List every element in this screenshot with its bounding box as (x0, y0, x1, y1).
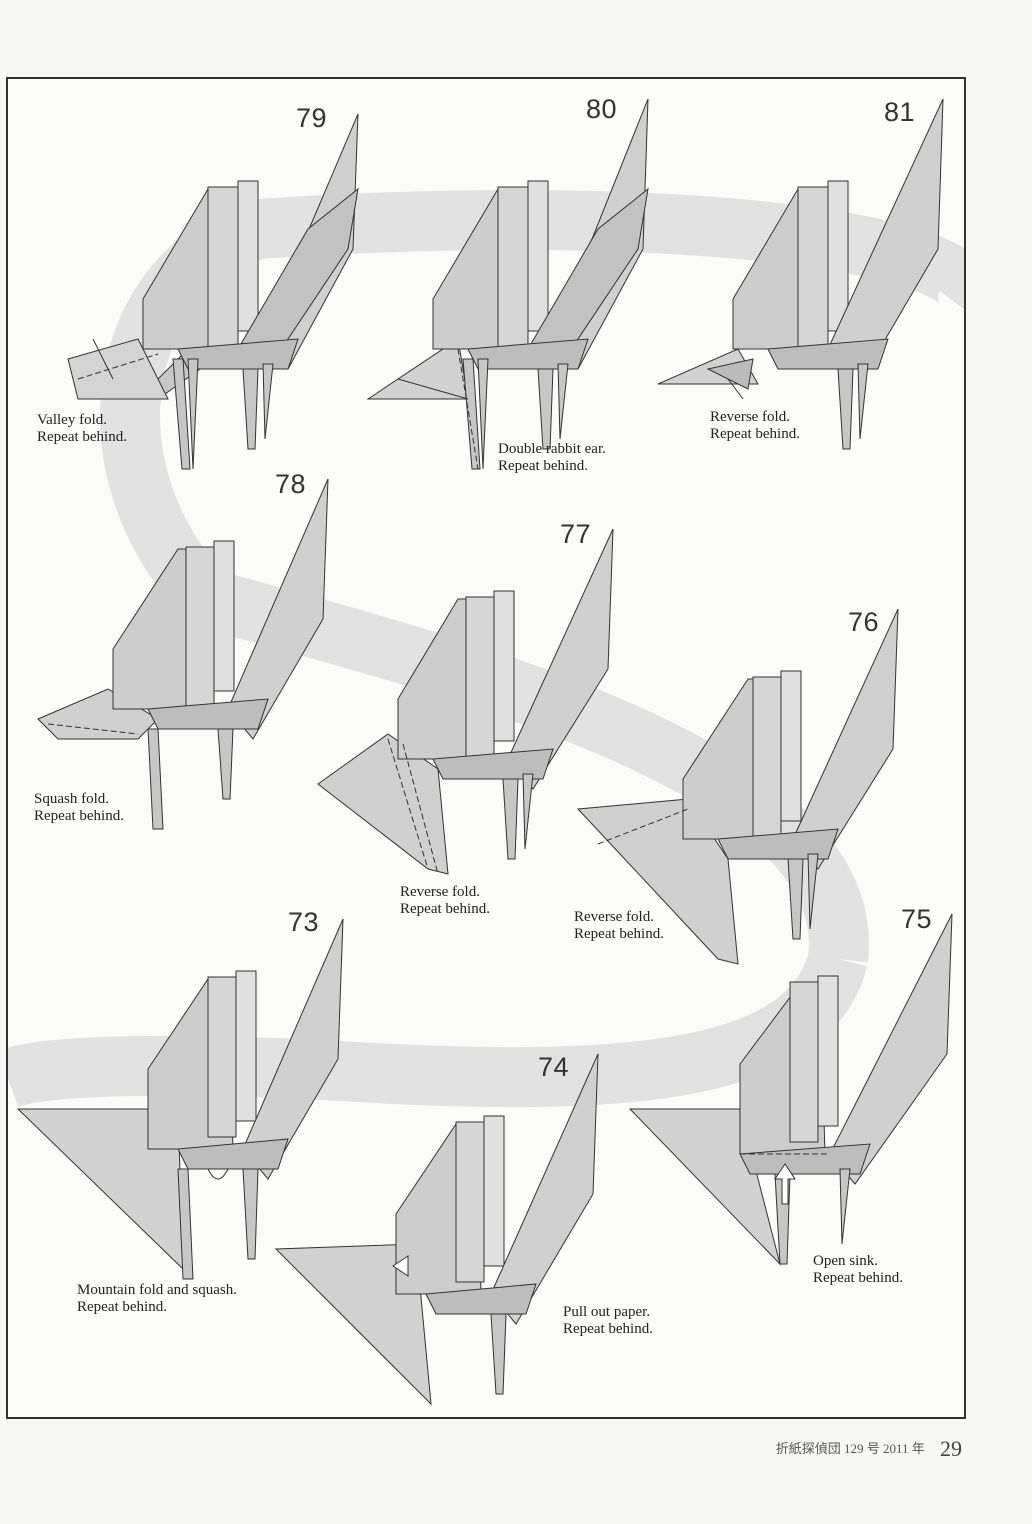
page-footer: 折紙探偵団 129 号 2011 年 29 (776, 1436, 962, 1462)
origami-model-79 (67, 113, 359, 470)
step-81 (657, 98, 958, 499)
step-number-80: 80 (586, 94, 618, 124)
step-74 (274, 1053, 606, 1414)
origami-model-73 (16, 918, 344, 1280)
step-number-81: 81 (884, 97, 916, 127)
step-caption-81: Reverse fold. Repeat behind. (710, 409, 800, 442)
origami-model-77 (317, 528, 614, 875)
step-78 (37, 478, 358, 859)
origami-model-76 (576, 608, 899, 965)
step-caption-75: Open sink. Repeat behind. (813, 1253, 903, 1286)
step-number-75: 75 (901, 904, 933, 934)
step-caption-73: Mountain fold and squash. Repeat behind. (77, 1282, 237, 1315)
step-number-79: 79 (296, 103, 328, 133)
step-caption-77: Reverse fold. Repeat behind. (400, 884, 490, 917)
step-caption-79: Valley fold. Repeat behind. (37, 412, 127, 445)
step-number-76: 76 (848, 607, 880, 637)
origami-model-74 (274, 1053, 599, 1406)
origami-model-75 (628, 913, 953, 1266)
step-caption-76: Reverse fold. Repeat behind. (574, 909, 664, 942)
step-caption-74: Pull out paper. Repeat behind. (563, 1304, 653, 1337)
page-number: 29 (940, 1436, 962, 1461)
origami-model-78 (37, 478, 329, 830)
origami-model-81 (657, 98, 944, 450)
step-80 (358, 98, 678, 499)
step-76 (576, 608, 908, 989)
step-number-74: 74 (538, 1052, 570, 1082)
step-73 (16, 918, 348, 1309)
publication-info: 折紙探偵団 129 号 2011 年 (775, 1441, 925, 1456)
step-caption-80: Double rabbit ear. Repeat behind. (498, 441, 606, 474)
step-number-73: 73 (288, 907, 320, 937)
diagram-frame: 79 Valley fold. Repeat behind. 80 Double… (6, 77, 966, 1419)
origami-model-80 (366, 98, 649, 470)
step-75 (628, 913, 960, 1274)
step-number-77: 77 (560, 519, 592, 549)
step-caption-78: Squash fold. Repeat behind. (34, 791, 124, 824)
step-77 (317, 528, 638, 909)
step-79 (58, 99, 378, 499)
step-number-78: 78 (275, 469, 307, 499)
